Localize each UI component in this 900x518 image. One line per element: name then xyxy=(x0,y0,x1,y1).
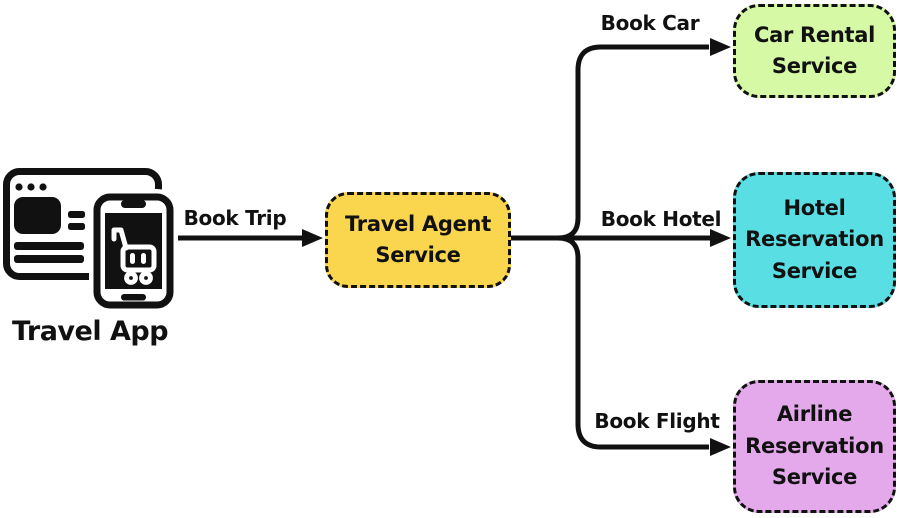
node-label-line: Car Rental xyxy=(753,22,876,47)
phone-home-button-icon xyxy=(121,294,146,301)
browser-dot-icon xyxy=(39,183,47,191)
browser-dot-icon xyxy=(15,183,23,191)
edge-label-book-trip: Book Trip xyxy=(183,206,287,230)
arrowhead-book-hotel xyxy=(710,229,731,247)
text-line-icon xyxy=(68,223,85,230)
arrowhead-book-car xyxy=(710,38,731,56)
phone-icon xyxy=(89,189,178,312)
node-airline-reservation-service: Airline Reservation Service xyxy=(733,380,896,513)
node-label-line: Service xyxy=(375,243,461,267)
text-line-icon xyxy=(14,255,84,263)
arrowhead-book-flight xyxy=(710,438,731,456)
node-label-line: Reservation xyxy=(745,227,884,252)
phone-notch-icon xyxy=(121,200,146,208)
edge-book-flight-line xyxy=(511,235,709,450)
node-label-line: Travel Agent xyxy=(345,211,491,236)
node-label-line: Hotel xyxy=(783,195,846,220)
edge-label-book-hotel: Book Hotel xyxy=(600,207,722,231)
image-placeholder-icon xyxy=(14,197,61,234)
node-hotel-reservation-service: Hotel Reservation Service xyxy=(733,172,896,308)
node-travel-agent-service: Travel Agent Service xyxy=(325,192,511,288)
node-label-line: Airline xyxy=(776,402,853,427)
edge-label-book-flight: Book Flight xyxy=(594,409,720,433)
travel-app-label: Travel App xyxy=(11,316,169,347)
arrowhead-book-trip xyxy=(302,229,323,247)
travel-app-icon xyxy=(3,168,178,312)
node-label-line: Reservation xyxy=(745,433,884,458)
node-label-line: Service xyxy=(771,54,858,78)
browser-dot-icon xyxy=(27,183,35,191)
text-line-icon xyxy=(14,242,84,250)
text-line-icon xyxy=(68,211,85,218)
edge-label-book-car: Book Car xyxy=(600,11,700,35)
shopping-cart-icon xyxy=(111,227,157,285)
node-label-line: Service xyxy=(771,258,858,283)
node-car-rental-service: Car Rental Service xyxy=(733,4,896,98)
node-label-line: Service xyxy=(771,465,858,490)
